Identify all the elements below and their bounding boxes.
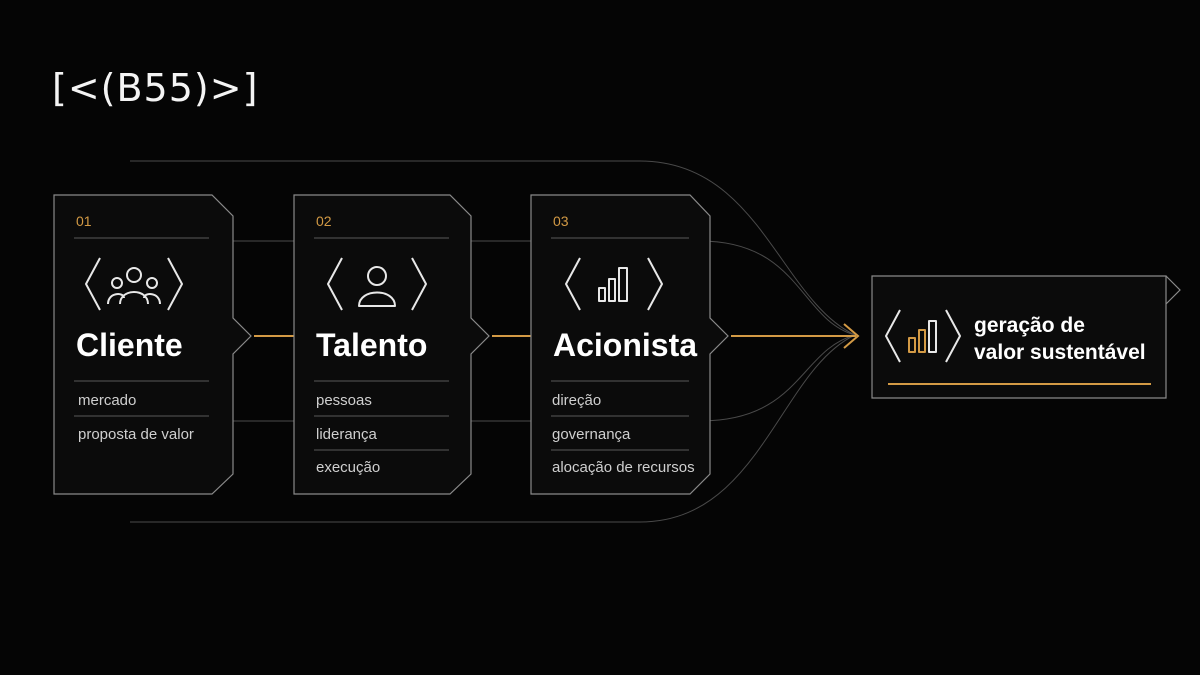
flow-lines (130, 160, 856, 523)
card-title: Cliente (76, 327, 183, 363)
result-title: geração de valor sustentável (974, 312, 1174, 366)
result-bar-chart-icon (885, 309, 961, 363)
connector-arrowhead (843, 323, 860, 349)
card-number: 03 (553, 213, 569, 229)
result-frame-chevron (1165, 275, 1181, 305)
card-item: governança (552, 426, 631, 443)
card-acionista: 03 Acionista direção governança alocação… (531, 195, 711, 495)
brand-logo: [<(B55)>] (52, 66, 259, 110)
flow-line-bottom-inner (230, 334, 856, 422)
result-title-line1: geração de (974, 314, 1085, 337)
card-item: execução (316, 459, 381, 476)
card-item: proposta de valor (78, 426, 194, 443)
result-title-line2: valor sustentável (974, 341, 1146, 364)
flow-line-bottom-outer (130, 334, 856, 523)
result-frame (871, 275, 1167, 399)
card-talento: 02 Talento pessoas liderança execução (294, 195, 474, 495)
connectors (254, 323, 860, 349)
card-item: alocação de recursos (552, 459, 695, 476)
card-item: direção (552, 392, 602, 409)
card-frame-cliente (53, 194, 252, 495)
card-number: 01 (76, 213, 92, 229)
person-icon (327, 257, 427, 311)
flow-line-top-inner (230, 240, 856, 336)
flow-line-top-outer (130, 160, 856, 336)
card-title: Talento (316, 327, 428, 363)
card-cliente: 01 Cliente mercado proposta de valor (54, 195, 234, 495)
card-frame-acionista (530, 194, 729, 495)
card-item: liderança (316, 426, 377, 443)
card-title: Acionista (553, 327, 698, 363)
card-number: 02 (316, 213, 332, 229)
bar-chart-icon (565, 257, 663, 311)
card-item: pessoas (316, 392, 372, 409)
card-frame-talento (293, 194, 490, 495)
card-item: mercado (78, 392, 137, 409)
people-group-icon (85, 257, 183, 311)
